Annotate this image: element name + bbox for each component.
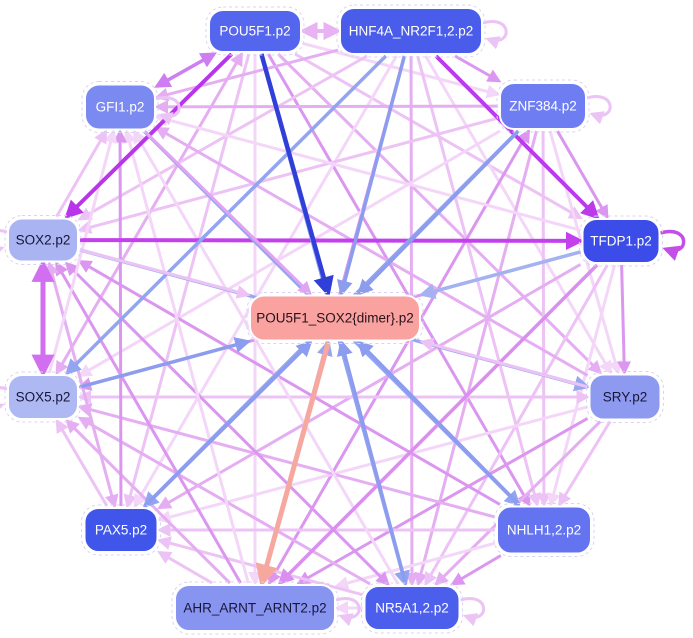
node-box[interactable] — [581, 218, 661, 264]
graph-edge — [558, 420, 612, 507]
graph-edge — [154, 99, 499, 114]
node-outline — [336, 4, 486, 58]
graph-node[interactable]: GFI1.p2 — [81, 81, 159, 133]
graph-edge — [133, 55, 398, 509]
node-outline — [246, 292, 424, 344]
graph-edge — [154, 48, 339, 102]
graph-edge — [418, 250, 581, 300]
node-outline — [4, 215, 82, 265]
graph-node[interactable]: NR5A1,2.p2 — [361, 582, 463, 634]
graph-edge — [79, 337, 252, 389]
self-loop-layer — [0, 20, 686, 627]
graph-edge — [154, 126, 589, 377]
graph-edge — [356, 340, 521, 506]
graph-self-loop — [659, 229, 686, 261]
graph-edge — [154, 52, 217, 88]
graph-edge — [259, 53, 334, 298]
node-box[interactable] — [84, 83, 156, 131]
graph-node[interactable]: SOX5.p2 — [4, 371, 82, 423]
graph-self-loop — [586, 95, 612, 125]
graph-node[interactable]: POU5F1_SOX2{dimer}.p2 — [246, 292, 424, 344]
node-box[interactable] — [208, 9, 302, 53]
graph-self-loop — [0, 386, 8, 416]
node-box[interactable] — [7, 374, 79, 420]
graph-edge — [79, 231, 585, 251]
node-outline — [205, 6, 305, 56]
node-box[interactable] — [496, 505, 592, 555]
graph-edge — [617, 264, 631, 376]
graph-edge — [337, 55, 407, 297]
node-outline — [4, 371, 82, 423]
graph-edge — [434, 54, 600, 220]
graph-node[interactable]: SRY.p2 — [586, 371, 664, 423]
graph-self-loop — [155, 96, 181, 126]
node-box[interactable] — [7, 217, 79, 263]
node-outline — [579, 215, 663, 267]
graph-edge — [154, 113, 581, 232]
node-box[interactable] — [174, 584, 336, 632]
graph-node[interactable]: NHLH1,2.p2 — [493, 503, 595, 557]
node-outline — [361, 582, 463, 634]
node-outline — [81, 504, 161, 556]
graph-edge — [77, 402, 496, 519]
node-outline — [171, 581, 339, 635]
graph-edge — [255, 341, 331, 588]
graph-edge — [143, 130, 313, 296]
edge-layer — [31, 21, 631, 615]
graph-node[interactable]: SOX2.p2 — [4, 215, 82, 265]
node-box[interactable] — [83, 507, 159, 553]
graph-edge — [356, 129, 520, 296]
graph-edge — [143, 340, 313, 508]
graph-node[interactable]: POU5F1.p2 — [205, 6, 305, 56]
graph-edge — [47, 128, 118, 374]
node-box[interactable] — [339, 7, 483, 55]
graph-node[interactable]: TFDP1.p2 — [579, 215, 663, 267]
graph-node[interactable]: PAX5.p2 — [81, 504, 161, 556]
node-box[interactable] — [363, 585, 461, 631]
node-outline — [586, 371, 664, 423]
node-box[interactable] — [499, 82, 587, 130]
graph-self-loop — [482, 20, 508, 50]
node-box[interactable] — [249, 294, 421, 342]
graph-edge — [77, 54, 368, 221]
graph-self-loop — [0, 229, 8, 259]
node-outline — [496, 79, 590, 133]
graph-self-loop — [335, 597, 361, 627]
node-box[interactable] — [588, 373, 662, 421]
graph-edge — [337, 339, 408, 585]
node-outline — [81, 81, 159, 133]
graph-node[interactable]: HNF4A_NR2F1,2.p2 — [336, 4, 486, 58]
graph-node[interactable]: AHR_ARNT_ARNT2.p2 — [171, 581, 339, 635]
graph-edge — [79, 248, 251, 299]
graph-edge — [419, 337, 588, 389]
node-outline — [493, 503, 595, 557]
graph-edge — [450, 554, 502, 586]
graph-edge — [157, 551, 213, 585]
graph-self-loop — [460, 597, 486, 627]
graph-edge — [64, 54, 388, 376]
graph-edge — [454, 54, 502, 83]
graph-node[interactable]: ZNF384.p2 — [496, 79, 590, 133]
